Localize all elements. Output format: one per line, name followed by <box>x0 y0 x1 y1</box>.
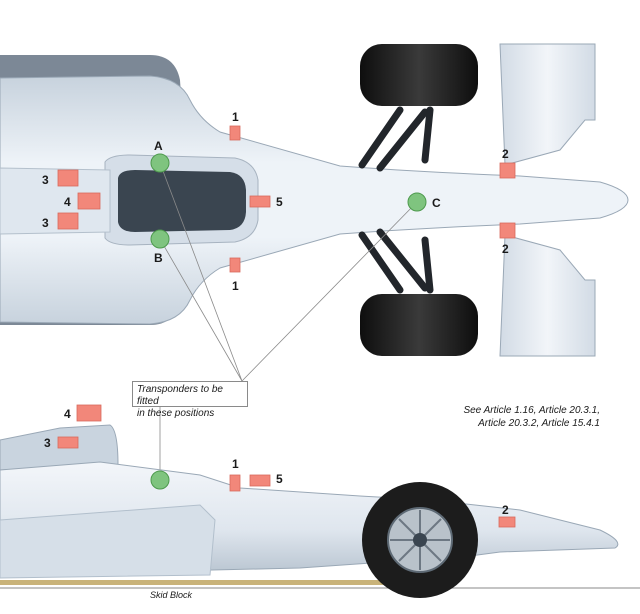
transponder-b <box>150 229 170 249</box>
front-tyre-top <box>360 44 478 106</box>
transponder-a <box>150 153 170 173</box>
front-suspension <box>358 106 434 294</box>
skid-block <box>0 580 420 585</box>
num-3-bottom: 3 <box>42 216 49 230</box>
marker-3-top <box>57 169 79 187</box>
label-b: B <box>154 251 163 265</box>
callout-line-2: in these positions <box>137 408 215 419</box>
chassis-top <box>0 75 629 325</box>
num-3-side: 3 <box>44 436 51 450</box>
marker-1-side <box>229 474 241 492</box>
num-4-top: 4 <box>64 195 71 209</box>
sidepod-lower <box>0 504 216 579</box>
marker-5-top <box>249 195 271 208</box>
reference-line-2: Article 20.3.2, Article 15.4.1 <box>478 418 600 429</box>
marker-4-top <box>77 192 101 210</box>
num-2-top: 2 <box>502 147 509 161</box>
transponder-c <box>407 192 427 212</box>
label-c: C <box>432 196 441 210</box>
marker-2-side <box>498 516 516 528</box>
marker-2-top <box>499 162 516 179</box>
num-5-side: 5 <box>276 472 283 486</box>
top-view <box>0 43 629 357</box>
marker-labels: 1 1 2 2 3 3 4 5 4 3 1 5 2 <box>42 110 509 517</box>
num-3-top: 3 <box>42 173 49 187</box>
marker-3-bottom <box>57 212 79 230</box>
num-2-bottom: 2 <box>502 242 509 256</box>
front-wheel-hub <box>413 533 427 547</box>
skid-block-label: Skid Block <box>150 590 193 600</box>
callout-leaders <box>159 162 418 478</box>
transponder-side <box>150 470 170 490</box>
num-1-top: 1 <box>232 110 239 124</box>
marker-2-bottom <box>499 222 516 239</box>
marker-3-side <box>57 436 79 449</box>
marker-1-top <box>229 125 241 141</box>
marker-4-side <box>76 404 102 422</box>
engine-cover <box>0 167 111 235</box>
transponder-callout: Transponders to be fitted in these posit… <box>132 381 248 419</box>
point-labels: A B C <box>154 139 441 265</box>
num-2-side: 2 <box>502 503 509 517</box>
reference-line-1: See Article 1.16, Article 20.3.1, <box>463 405 600 416</box>
transponder-points <box>150 153 427 490</box>
num-1-bottom: 1 <box>232 279 239 293</box>
front-wing-lower <box>499 234 596 357</box>
marker-5-side <box>249 474 271 487</box>
num-5-top: 5 <box>276 195 283 209</box>
side-view <box>0 424 640 598</box>
front-wing <box>499 43 596 166</box>
num-1-side: 1 <box>232 457 239 471</box>
front-tyre-bottom <box>360 294 478 356</box>
label-a: A <box>154 139 163 153</box>
num-4-side: 4 <box>64 407 71 421</box>
article-reference: See Article 1.16, Article 20.3.1, Articl… <box>400 404 600 430</box>
red-markers <box>57 125 516 528</box>
marker-1-bottom <box>229 257 241 273</box>
callout-line-1: Transponders to be fitted <box>137 384 223 407</box>
cockpit-opening <box>118 170 246 232</box>
